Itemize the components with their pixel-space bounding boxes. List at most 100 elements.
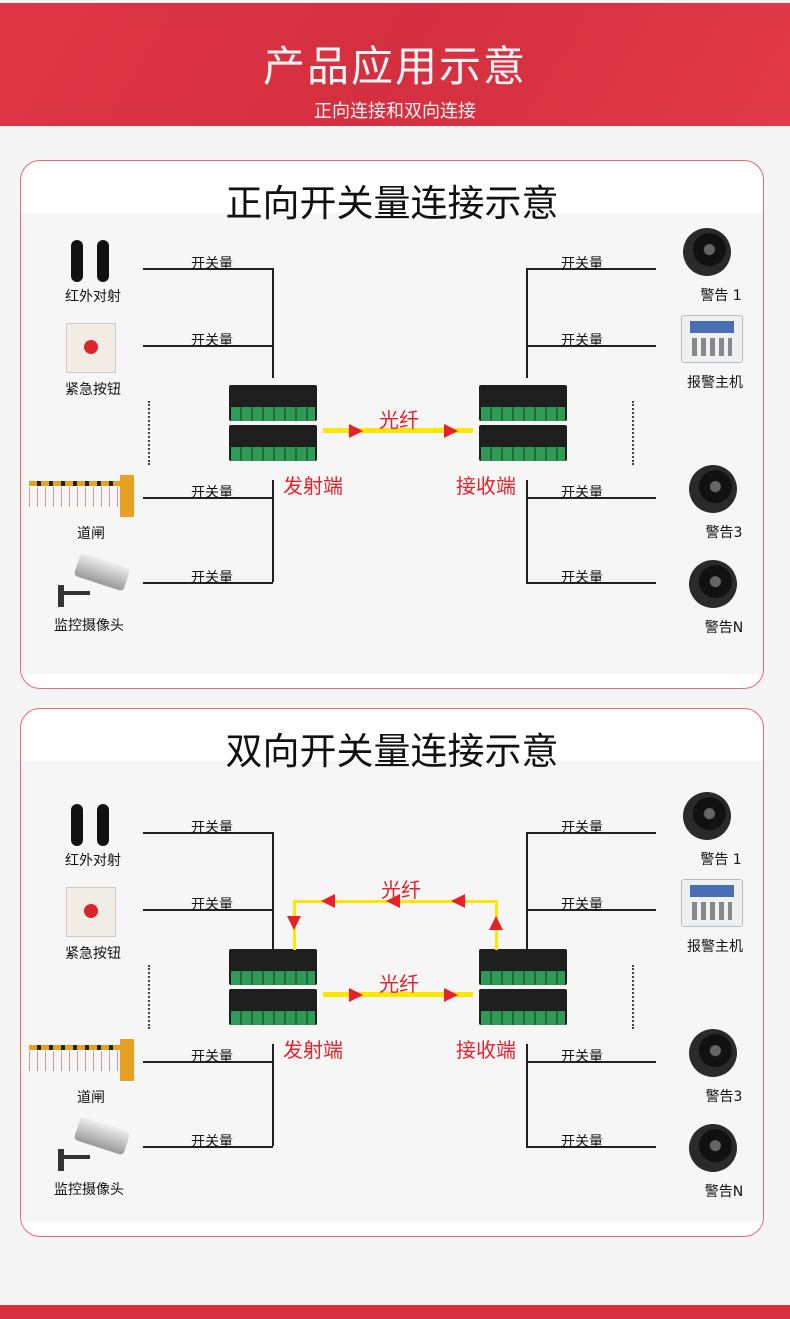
barrier-gate-icon [29, 475, 134, 517]
signal-line [143, 832, 273, 834]
panel-title: 双向开关量连接示意 [225, 730, 559, 773]
device-label: 红外对射 [65, 289, 121, 305]
camera-icon [56, 552, 131, 610]
signal-label: 开关量 [561, 820, 603, 836]
ellipsis-dots [148, 965, 150, 1029]
alarm-horn-icon [689, 1029, 737, 1077]
alarm-horn-icon [683, 228, 731, 276]
bus-line [526, 268, 528, 378]
fiber-arrow-icon [386, 894, 400, 908]
bus-line [272, 268, 274, 378]
device-label: 道闸 [77, 526, 105, 542]
transmitter-device [223, 385, 323, 465]
signal-line [143, 345, 273, 347]
signal-label: 开关量 [191, 570, 233, 586]
device-label: 道闸 [77, 1090, 105, 1106]
alarm-horn-icon [689, 560, 737, 608]
device-label: 警告N [704, 620, 744, 636]
receiver-label: 接收端 [456, 1038, 516, 1062]
ellipsis-dots [632, 401, 634, 465]
ellipsis-dots [148, 401, 150, 465]
diagram-area [21, 213, 763, 674]
camera-icon [56, 1116, 131, 1174]
fiber-label: 光纤 [379, 408, 419, 432]
emergency-button-icon [66, 887, 116, 937]
transmitter-label: 发射端 [283, 474, 343, 498]
fiber-arrow-icon [444, 424, 458, 438]
signal-line [526, 497, 656, 499]
return-fiber-label: 光纤 [381, 878, 421, 902]
device-label: 警告3 [705, 525, 743, 541]
alarm-host-icon [681, 879, 743, 927]
fiber-line [323, 992, 473, 997]
receiver-device [473, 385, 573, 465]
transmitter-device [223, 949, 323, 1029]
alarm-horn-icon [683, 792, 731, 840]
panel-title: 正向开关量连接示意 [225, 182, 559, 225]
device-label: 监控摄像头 [54, 1182, 124, 1198]
fiber-arrow-icon [287, 916, 301, 930]
bus-line [272, 1044, 274, 1146]
fiber-line [323, 428, 473, 433]
device-label: 警告N [704, 1184, 744, 1200]
alarm-host-icon [681, 315, 743, 363]
footer-bar [0, 1305, 790, 1319]
signal-label: 开关量 [191, 1134, 233, 1150]
receiver-device [473, 949, 573, 1029]
signal-label: 开关量 [561, 256, 603, 272]
signal-line [526, 582, 656, 584]
device-label: 紧急按钮 [65, 382, 121, 398]
bus-line [526, 1044, 528, 1146]
fiber-label: 光纤 [379, 972, 419, 996]
device-label: 警告3 [705, 1089, 743, 1105]
signal-line [526, 832, 656, 834]
signal-line [526, 1061, 656, 1063]
infrared-icon [97, 240, 109, 282]
signal-label: 开关量 [191, 1049, 233, 1065]
signal-label: 开关量 [191, 820, 233, 836]
signal-label: 开关量 [561, 1049, 603, 1065]
signal-line [143, 497, 273, 499]
transmitter-label: 发射端 [283, 1038, 343, 1062]
device-label: 警告 1 [700, 288, 742, 304]
barrier-gate-icon [29, 1039, 134, 1081]
device-label: 监控摄像头 [54, 618, 124, 634]
signal-line [143, 582, 273, 584]
bus-line [272, 480, 274, 582]
signal-label: 开关量 [191, 333, 233, 349]
signal-line [143, 1146, 273, 1148]
infrared-icon [71, 804, 83, 846]
page-title: 产品应用示意 [262, 42, 527, 91]
bus-line [526, 832, 528, 972]
fiber-arrow-icon [321, 894, 335, 908]
fiber-arrow-icon [451, 894, 465, 908]
signal-line [526, 268, 656, 270]
signal-line [526, 909, 656, 911]
signal-line [526, 1146, 656, 1148]
header-banner: 产品应用示意 正向连接和双向连接 [0, 3, 790, 126]
signal-label: 开关量 [561, 897, 603, 913]
signal-label: 开关量 [191, 256, 233, 272]
signal-label: 开关量 [191, 897, 233, 913]
device-label: 报警主机 [687, 375, 743, 391]
signal-line [143, 909, 273, 911]
infrared-icon [71, 240, 83, 282]
alarm-horn-icon [689, 465, 737, 513]
diagram-panel: 正向开关量连接示意红外对射紧急按钮道闸监控摄像头开关量开关量开关量开关量开关量开… [20, 160, 764, 689]
bus-line [272, 832, 274, 972]
signal-line [143, 268, 273, 270]
fiber-arrow-icon [349, 988, 363, 1002]
device-label: 紧急按钮 [65, 946, 121, 962]
fiber-arrow-icon [444, 988, 458, 1002]
page-subtitle: 正向连接和双向连接 [314, 101, 476, 122]
signal-line [143, 1061, 273, 1063]
device-label: 警告 1 [700, 852, 742, 868]
bus-line [526, 480, 528, 582]
signal-label: 开关量 [561, 1134, 603, 1150]
signal-label: 开关量 [561, 570, 603, 586]
device-label: 报警主机 [687, 939, 743, 955]
signal-label: 开关量 [191, 485, 233, 501]
ellipsis-dots [632, 965, 634, 1029]
alarm-horn-icon [689, 1124, 737, 1172]
signal-line [526, 345, 656, 347]
